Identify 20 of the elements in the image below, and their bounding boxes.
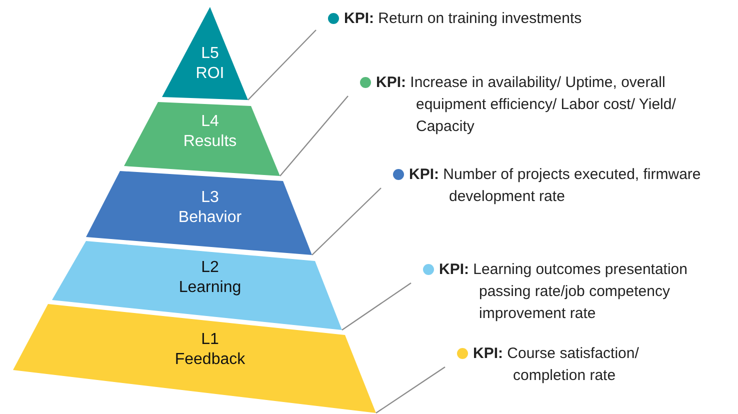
kpi-note: KPI: Learning outcomes presentation passing rate/job competency improvement rate	[411, 259, 737, 325]
kpi-note: KPI: Increase in availability/ Uptime, overall equipment efficiency/ Labor cost/ Yield/ Capacity	[348, 72, 736, 138]
level-number: L1	[201, 330, 219, 350]
leader-line	[248, 30, 316, 100]
level-name: Results	[183, 132, 237, 152]
level-number: L5	[201, 44, 219, 64]
kpi-note: KPI: Return on training investments	[316, 8, 646, 30]
level-number: L3	[201, 188, 219, 208]
level-name: Feedback	[174, 350, 246, 370]
level-name: ROI	[196, 64, 224, 84]
level-number: L4	[201, 112, 219, 132]
leader-line	[280, 96, 348, 176]
leader-line	[376, 366, 446, 414]
level-number: L2	[201, 258, 219, 278]
kpi-note: KPI: Course satisfaction/ completion rate	[445, 343, 705, 387]
leader-line	[312, 188, 382, 256]
kpi-note: KPI: Number of projects executed, firmware development rate	[381, 164, 701, 208]
level-name: Behavior	[178, 208, 242, 228]
level-name: Learning	[178, 278, 242, 298]
leader-line	[342, 282, 412, 330]
